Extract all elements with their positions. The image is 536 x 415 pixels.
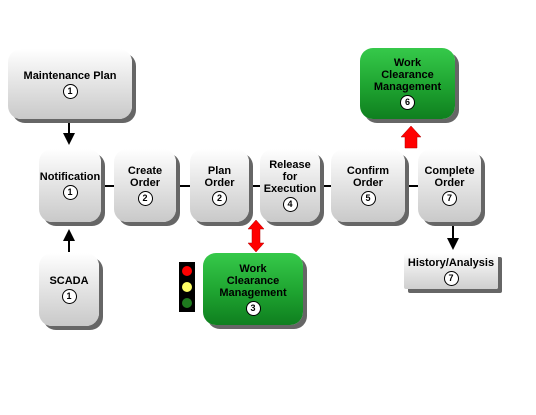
traffic-light-green-lamp <box>182 298 192 308</box>
create-order-label: Create Order <box>127 165 163 189</box>
scada-label: SCADA <box>49 275 89 287</box>
traffic-light-yellow-lamp <box>182 282 192 292</box>
confirm-order-node: Confirm Order 5 <box>331 149 405 222</box>
history-analysis-step-badge: 7 <box>443 270 459 286</box>
wcm-top-step-badge: 6 <box>400 95 415 110</box>
notification-node: Notification 1 <box>39 149 101 222</box>
history-analysis-node: History/Analysis 7 <box>404 253 498 289</box>
release-execution-node: Release for Execution 4 <box>260 149 320 222</box>
scada-node: SCADA 1 <box>39 253 99 326</box>
red-double-arrow <box>247 219 265 253</box>
wcm-bottom-label: Work Clearance Management <box>219 262 287 299</box>
maintenance-plan-label: Maintenance Plan <box>23 69 117 82</box>
traffic-light-icon <box>179 262 195 312</box>
create-order-node: Create Order 2 <box>114 149 176 222</box>
plan-order-label: Plan Order <box>204 165 235 189</box>
create-order-step-badge: 2 <box>137 191 153 206</box>
complete-order-step-badge: 7 <box>442 191 457 206</box>
history-analysis-label: History/Analysis <box>407 256 495 269</box>
red-up-arrow <box>400 125 422 149</box>
maintenance-plan-node: Maintenance Plan 1 <box>8 49 132 119</box>
notification-label: Notification <box>39 171 101 183</box>
confirm-order-label: Confirm Order <box>346 165 390 189</box>
wcm-top-label: Work Clearance Management <box>373 57 442 93</box>
notification-step-badge: 1 <box>62 185 78 200</box>
confirm-order-step-badge: 5 <box>360 191 376 206</box>
plan-order-step-badge: 2 <box>212 191 227 206</box>
scada-step-badge: 1 <box>61 289 77 304</box>
release-execution-step-badge: 4 <box>282 197 298 212</box>
wcm-bottom-step-badge: 3 <box>245 300 261 316</box>
work-clearance-management-top-node: Work Clearance Management 6 <box>360 48 455 119</box>
release-execution-label: Release for Execution <box>263 159 317 195</box>
traffic-light-red-lamp <box>182 266 192 276</box>
plan-order-node: Plan Order 2 <box>190 149 249 222</box>
complete-order-label: Complete Order <box>424 165 475 189</box>
work-clearance-management-bottom-node: Work Clearance Management 3 <box>203 253 303 325</box>
maintenance-plan-step-badge: 1 <box>62 83 78 99</box>
complete-order-node: Complete Order 7 <box>418 149 481 222</box>
